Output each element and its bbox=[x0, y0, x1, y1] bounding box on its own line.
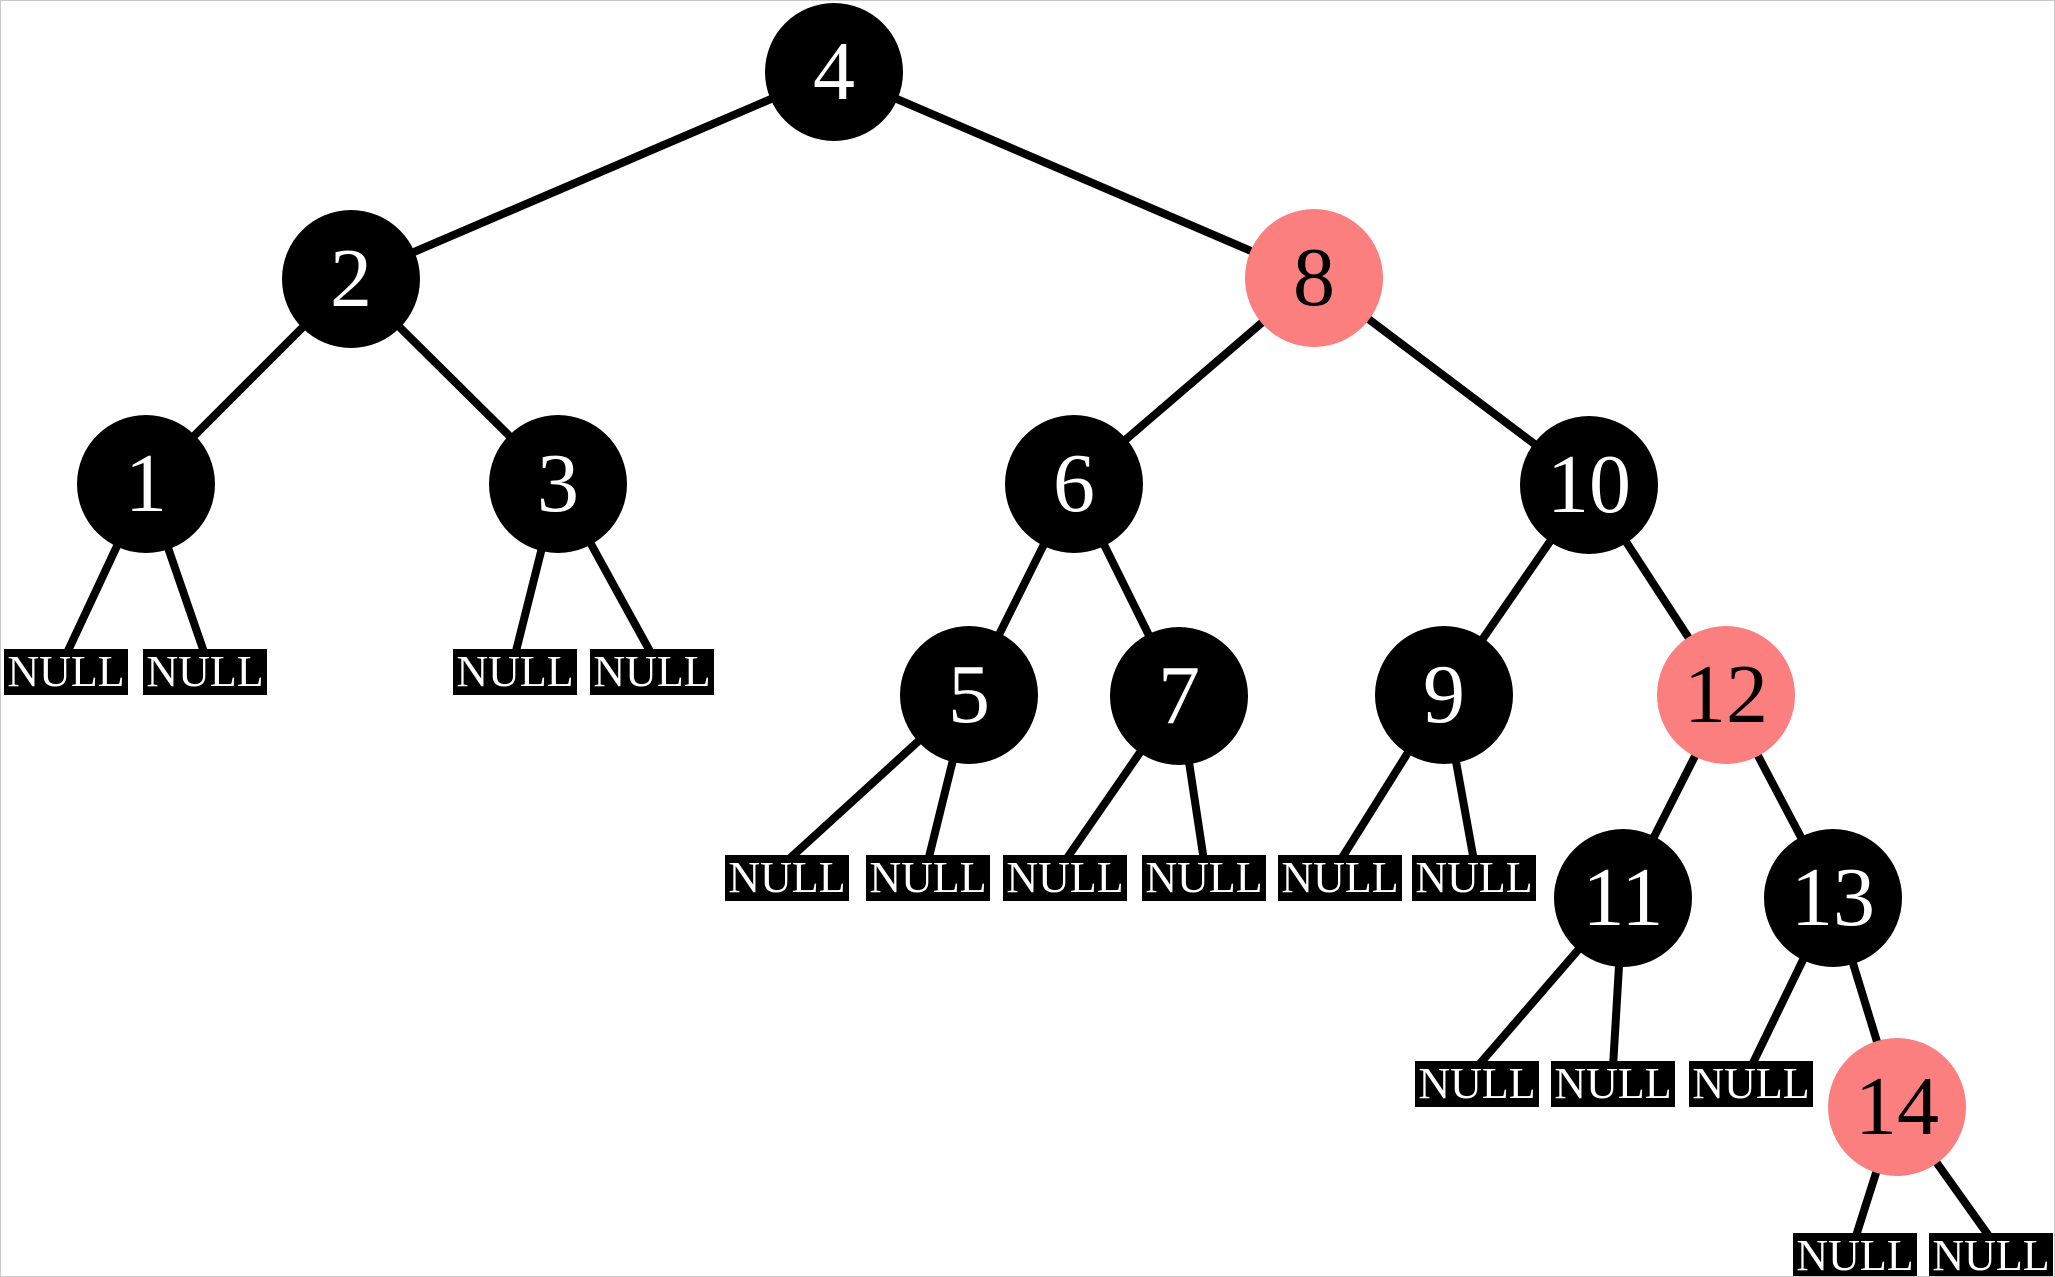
tree-node-label: 7 bbox=[1158, 649, 1200, 742]
tree-node-label: 13 bbox=[1791, 851, 1875, 944]
tree-node-13: 13 bbox=[1764, 829, 1902, 967]
null-leaf-11-11: NULL bbox=[1551, 1061, 1675, 1107]
tree-node-label: 1 bbox=[125, 437, 167, 530]
tree-node-4: 4 bbox=[765, 3, 903, 141]
null-leaf-label: NULL bbox=[593, 647, 711, 696]
null-leaf-label: NULL bbox=[1796, 1231, 1914, 1277]
null-leaf-1-0: NULL bbox=[4, 649, 128, 695]
tree-node-label: 6 bbox=[1053, 437, 1095, 530]
tree-node-14: 14 bbox=[1828, 1038, 1966, 1176]
null-leaf-label: NULL bbox=[1281, 853, 1399, 902]
tree-node-7: 7 bbox=[1110, 627, 1248, 765]
tree-node-12: 12 bbox=[1657, 626, 1795, 764]
null-leaf-label: NULL bbox=[728, 853, 846, 902]
tree-node-label: 10 bbox=[1547, 438, 1631, 531]
null-leaf-11-10: NULL bbox=[1415, 1061, 1539, 1107]
null-leaf-13-12: NULL bbox=[1689, 1061, 1813, 1107]
null-leaf-9-9: NULL bbox=[1412, 855, 1536, 901]
null-leaf-5-5: NULL bbox=[866, 855, 990, 901]
tree-node-1: 1 bbox=[77, 415, 215, 553]
tree-node-label: 14 bbox=[1855, 1060, 1939, 1153]
null-leaf-label: NULL bbox=[1006, 853, 1124, 902]
null-leaf-label: NULL bbox=[1418, 1059, 1536, 1108]
null-leaf-label: NULL bbox=[1692, 1059, 1810, 1108]
null-leaf-5-4: NULL bbox=[725, 855, 849, 901]
tree-node-2: 2 bbox=[282, 210, 420, 348]
null-leaf-14-14: NULL bbox=[1929, 1231, 2053, 1277]
tree-node-label: 11 bbox=[1582, 851, 1664, 944]
null-leaf-7-6: NULL bbox=[1003, 855, 1127, 901]
tree-edge-4-2 bbox=[349, 68, 836, 283]
null-leaf-1-1: NULL bbox=[143, 649, 267, 695]
null-leaf-3-2: NULL bbox=[453, 649, 577, 695]
tree-node-label: 3 bbox=[537, 437, 579, 530]
null-leaf-label: NULL bbox=[146, 647, 264, 696]
tree-edge-4-8 bbox=[832, 68, 1316, 282]
tree-node-label: 5 bbox=[948, 648, 990, 741]
null-leaf-14-13: NULL bbox=[1793, 1231, 1917, 1277]
tree-node-5: 5 bbox=[900, 626, 1038, 764]
tree-node-label: 2 bbox=[330, 232, 372, 325]
tree-node-label: 12 bbox=[1684, 648, 1768, 741]
null-leaf-label: NULL bbox=[7, 647, 125, 696]
null-leaf-label: NULL bbox=[1554, 1059, 1672, 1108]
null-leaf-label: NULL bbox=[456, 647, 574, 696]
null-leaf-label: NULL bbox=[1145, 853, 1263, 902]
tree-node-10: 10 bbox=[1520, 416, 1658, 554]
tree-node-label: 8 bbox=[1293, 231, 1335, 324]
null-leaf-3-3: NULL bbox=[590, 649, 714, 695]
tree-node-label: 9 bbox=[1423, 648, 1465, 741]
null-leaf-label: NULL bbox=[1932, 1231, 2050, 1277]
tree-node-3: 3 bbox=[489, 415, 627, 553]
null-leaf-label: NULL bbox=[869, 853, 987, 902]
null-leaf-label: NULL bbox=[1415, 853, 1533, 902]
tree-node-8: 8 bbox=[1245, 209, 1383, 347]
tree-node-6: 6 bbox=[1005, 415, 1143, 553]
tree-node-label: 4 bbox=[813, 25, 855, 118]
null-leaf-9-8: NULL bbox=[1278, 855, 1402, 901]
tree-node-11: 11 bbox=[1554, 829, 1692, 967]
null-leaf-7-7: NULL bbox=[1142, 855, 1266, 901]
tree-node-9: 9 bbox=[1375, 626, 1513, 764]
